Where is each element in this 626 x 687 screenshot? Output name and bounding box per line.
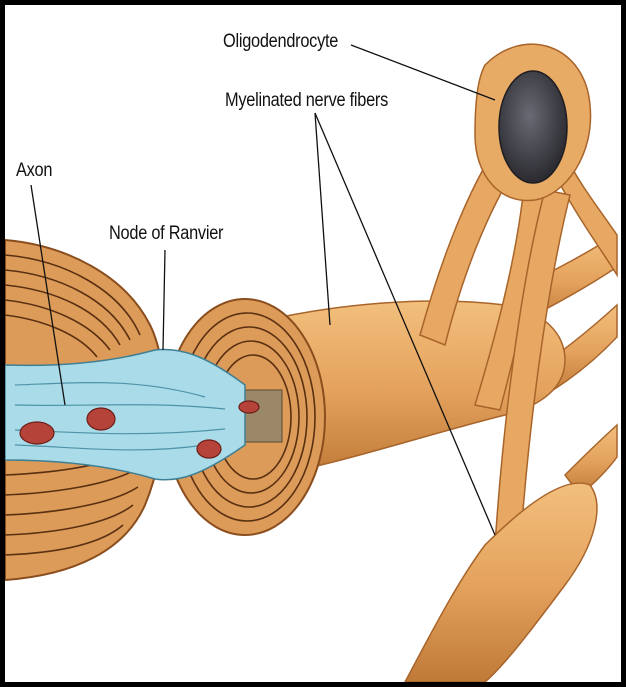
pointer-node-of-ranvier: [163, 250, 165, 350]
label-node-of-ranvier: Node of Ranvier: [109, 223, 223, 245]
oligodendrocyte-nucleus: [499, 71, 567, 183]
label-axon: Axon: [16, 160, 52, 182]
label-oligodendrocyte: Oligodendrocyte: [223, 31, 338, 53]
pointer-myelinated-fiber-1: [315, 113, 330, 325]
label-myelinated-nerve-fibers: Myelinated nerve fibers: [225, 90, 388, 112]
axon: [5, 349, 245, 479]
